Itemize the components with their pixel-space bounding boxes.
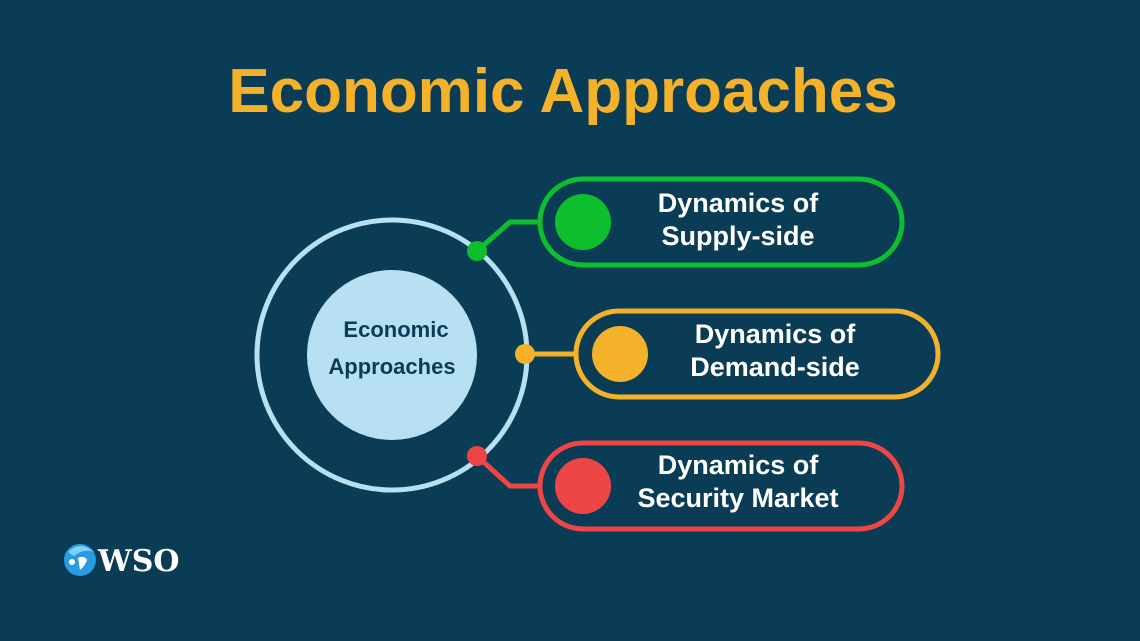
- node-security-market: Dynamics of Security Market: [467, 440, 905, 532]
- item-label-line1: Dynamics of: [658, 450, 820, 480]
- center-label-line2: Approaches: [328, 354, 455, 379]
- connector-dot: [467, 446, 487, 466]
- item-label-line1: Dynamics of: [658, 188, 820, 218]
- item-label-line2: Demand-side: [690, 352, 860, 382]
- center-label-line1: Economic: [343, 317, 448, 342]
- wso-logo: WSO: [64, 544, 180, 579]
- item-label-line2: Security Market: [637, 483, 838, 513]
- center-circle: [307, 270, 477, 440]
- page-title: Economic Approaches: [228, 57, 898, 126]
- connector-dot: [515, 344, 535, 364]
- pill: [573, 308, 941, 400]
- bullet-icon: [592, 326, 648, 382]
- item-label-line1: Dynamics of: [695, 319, 857, 349]
- connector-line: [475, 454, 540, 489]
- bullet-icon: [555, 194, 611, 250]
- node-supply-side: Dynamics of Supply-side: [467, 176, 905, 268]
- connector-dot: [467, 241, 487, 261]
- node-demand-side: Dynamics of Demand-side: [515, 308, 941, 400]
- item-label-line2: Supply-side: [661, 221, 814, 251]
- bullet-icon: [555, 458, 611, 514]
- connector-line: [475, 219, 540, 253]
- logo-text: WSO: [97, 544, 180, 579]
- pill: [537, 176, 905, 268]
- pill: [537, 440, 905, 532]
